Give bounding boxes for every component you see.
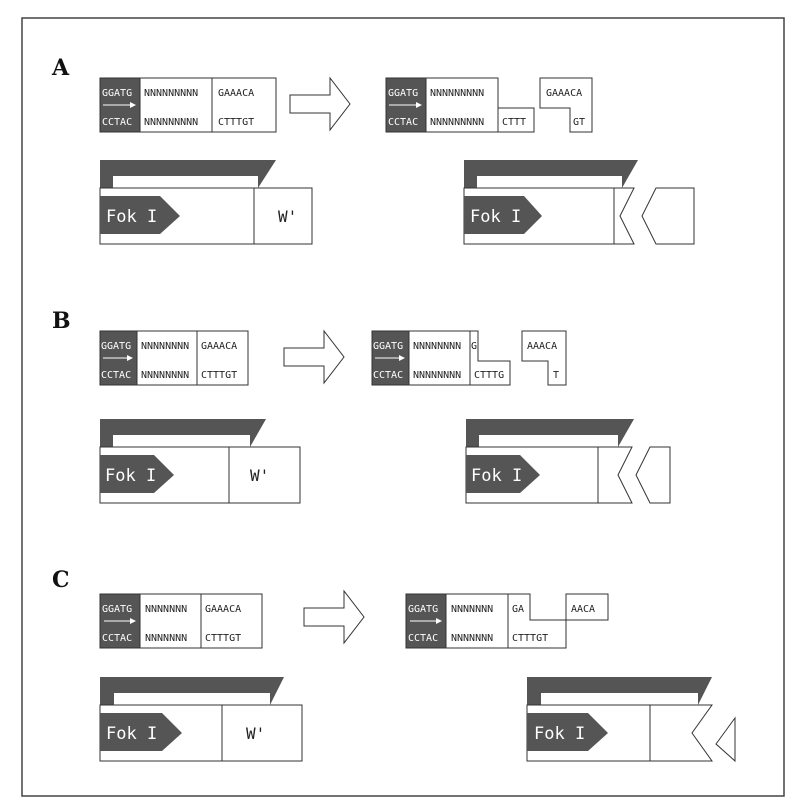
panel-a-after-cartoon: Fok I [463,160,695,245]
n-top-text: NNNNNNNN [413,341,461,352]
tail-bottom-text: CTTTGT [218,117,254,128]
panel-b-before-cartoon: Fok I W' [99,419,301,504]
panel-b-after-sequence: GGATG CCTAC NNNNNNNN NNNNNNNN G CTTTG AA… [371,330,567,386]
n-top-text: NNNNNNN [451,604,493,615]
transition-arrow [283,329,345,385]
cut-sequence-outline [371,330,511,386]
tail-top-text: GAAACA [218,88,254,99]
fok-i-domain [527,713,608,751]
fok-i-domain [100,713,182,751]
panel-a-before-cartoon: Fok I W' [99,160,313,245]
fok-i-label: Fok I [106,207,157,227]
n-bottom-text: NNNNNNNNN [430,117,484,128]
panel-c-before-sequence: GGATG CCTAC NNNNNNN NNNNNNN GAAACA CTTTG… [99,593,263,649]
left-end-bottom-text: CTTTGT [512,633,548,644]
n-bottom-text: NNNNNNNN [413,370,461,381]
panel-a-before-sequence: GGATG CCTAC NNNNNNNNN NNNNNNNNN GAAACA C… [99,77,277,133]
enzyme-arm [100,160,276,188]
tail-top-text: GAAACA [205,604,241,615]
n-bottom-text: NNNNNNNN [141,370,189,381]
released-fragment-outline [521,330,567,386]
n-top-text: NNNNNNNN [141,341,189,352]
site-bottom-text: CCTAC [101,370,131,381]
fok-i-label: Fok I [534,724,585,744]
w-prime-label: W' [278,207,297,226]
fok-i-label: Fok I [105,466,156,486]
enzyme-arm [464,160,638,188]
site-top-text: GGATG [388,88,418,99]
figure-frame [21,17,785,797]
enzyme-arm [100,677,284,705]
enzyme-arm [466,419,634,447]
site-bottom-text: CCTAC [408,633,438,644]
panel-c: C GGATG CCTAC NNNNNNN NNNNNNN GAAACA CTT… [52,567,736,763]
panel-label-b: B [52,308,71,334]
fragment-bottom-text: T [553,370,559,381]
site-bottom-text: CCTAC [373,370,403,381]
panel-c-after-sequence: GGATG CCTAC NNNNNNN NNNNNNN GA CTTTGT AA… [405,593,609,649]
panel-label-a: A [51,55,70,81]
n-bottom-text: NNNNNNN [145,633,187,644]
tail-bottom-text: CTTTGT [201,370,237,381]
panel-a-after-sequence: GGATG CCTAC NNNNNNNNN NNNNNNNNN CTTT GAA… [385,77,593,133]
fok-i-domain [466,455,540,493]
site-top-text: GGATG [373,341,403,352]
site-bottom-text: CCTAC [102,633,132,644]
left-end-top-text: G [471,341,477,352]
n-top-text: NNNNNNNNN [144,88,198,99]
n-bottom-text: NNNNNNNNN [144,117,198,128]
fragment-top-text: GAAACA [546,88,582,99]
transition-arrow [303,589,365,645]
w-prime-label: W' [246,724,265,743]
w-prime-label: W' [250,466,269,485]
fragment-bottom-text: GT [573,117,585,128]
panel-c-before-cartoon: Fok I W' [99,677,303,762]
site-top-text: GGATG [408,604,438,615]
panel-a: A GGATG CCTAC NNNNNNNNN NNNNNNNNN GAAACA… [51,55,695,245]
panel-b-before-sequence: GGATG CCTAC NNNNNNNN NNNNNNNN GAAACA CTT… [99,330,249,386]
panel-b: B GGATG CCTAC NNNNNNNN NNNNNNNN GAAACA C… [52,308,671,504]
panel-label-c: C [52,567,70,593]
cut-sequence-outline [385,77,535,133]
site-top-text: GGATG [101,341,131,352]
fok-i-domain [464,196,542,234]
fok-i-domain [100,196,180,234]
released-fragment-outline [539,77,593,133]
released-fragment [715,716,736,763]
transition-arrow [289,76,351,132]
enzyme-arm [100,419,266,447]
n-top-text: NNNNNNN [145,604,187,615]
sequence-box [99,330,249,386]
tail-top-text: GAAACA [201,341,237,352]
fok-i-label: Fok I [471,466,522,486]
fok-i-label: Fok I [106,724,157,744]
sequence-box [99,77,277,133]
tail-bottom-text: CTTTGT [205,633,241,644]
enzyme-arm [527,677,712,705]
n-top-text: NNNNNNNNN [430,88,484,99]
fok-i-label: Fok I [470,207,521,227]
site-top-text: GGATG [102,88,132,99]
n-bottom-text: NNNNNNN [451,633,493,644]
released-fragment [641,187,695,245]
site-top-text: GGATG [102,604,132,615]
fok-i-domain [100,455,174,493]
sequence-box [99,593,263,649]
released-fragment-outline [565,593,609,621]
released-fragment [635,446,671,504]
panel-c-after-cartoon: Fok I [526,677,736,763]
site-bottom-text: CCTAC [388,117,418,128]
fragment-top-text: AAACA [527,341,557,352]
panel-b-after-cartoon: Fok I [465,419,671,504]
left-end-bottom-text: CTTT [502,117,526,128]
left-end-bottom-text: CTTTG [474,370,504,381]
site-bottom-text: CCTAC [102,117,132,128]
left-end-top-text: GA [512,604,524,615]
fragment-top-text: AACA [571,604,595,615]
